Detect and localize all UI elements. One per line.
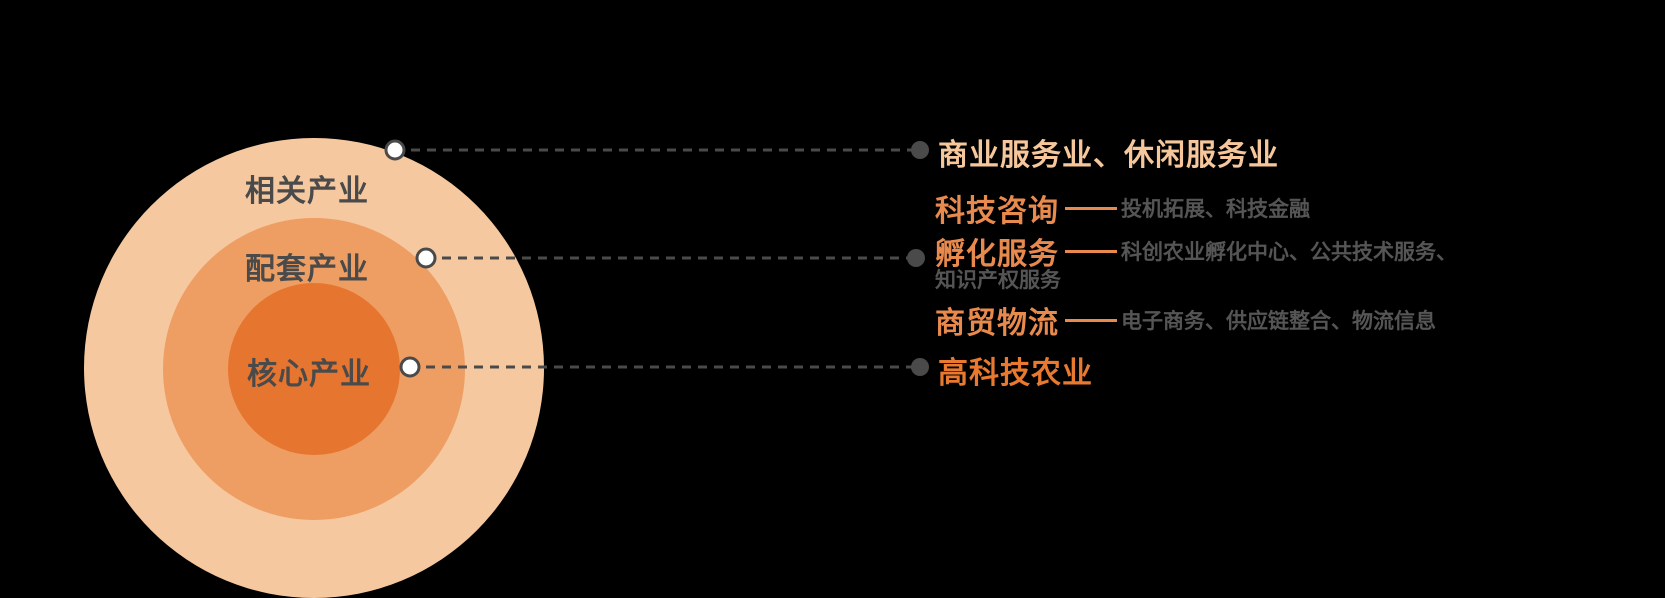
related-connector-start-node — [384, 139, 406, 161]
support-item-incubation: 孵化服务 科创农业孵化中心、公共技术服务、 — [935, 229, 1457, 273]
support-item-desc-continued: 知识产权服务 — [935, 268, 1061, 292]
support-item-title: 科技咨询 — [935, 194, 1059, 229]
support-item-desc: 电子商务、供应链整合、物流信息 — [1121, 309, 1436, 333]
support-item-dash — [1065, 206, 1117, 210]
core-connector-end-node — [911, 358, 929, 376]
support-connector-start-node — [415, 247, 437, 269]
related-industry-text: 商业服务业、休闲服务业 — [938, 138, 1279, 173]
support-item-title: 商贸物流 — [935, 306, 1059, 341]
support-item-trade-logistics: 商贸物流 电子商务、供应链整合、物流信息 — [935, 298, 1436, 342]
related-industry-label: 相关产业 — [245, 174, 369, 209]
core-connector-start-node — [399, 356, 421, 378]
support-item-dash — [1065, 249, 1117, 253]
support-item-desc: 科创农业孵化中心、公共技术服务、 — [1121, 240, 1457, 264]
support-connector-end-node — [907, 249, 925, 267]
support-item-dash — [1065, 318, 1117, 322]
core-industry-ring — [228, 283, 400, 455]
core-industry-label: 核心产业 — [247, 357, 371, 392]
support-item-tech-consulting: 科技咨询 投机拓展、科技金融 — [935, 186, 1310, 230]
core-industry-text: 高科技农业 — [938, 356, 1093, 391]
support-item-title: 孵化服务 — [935, 237, 1059, 272]
supporting-industry-label: 配套产业 — [245, 252, 369, 287]
related-connector-end-node — [911, 141, 929, 159]
support-item-desc: 投机拓展、科技金融 — [1121, 197, 1310, 221]
